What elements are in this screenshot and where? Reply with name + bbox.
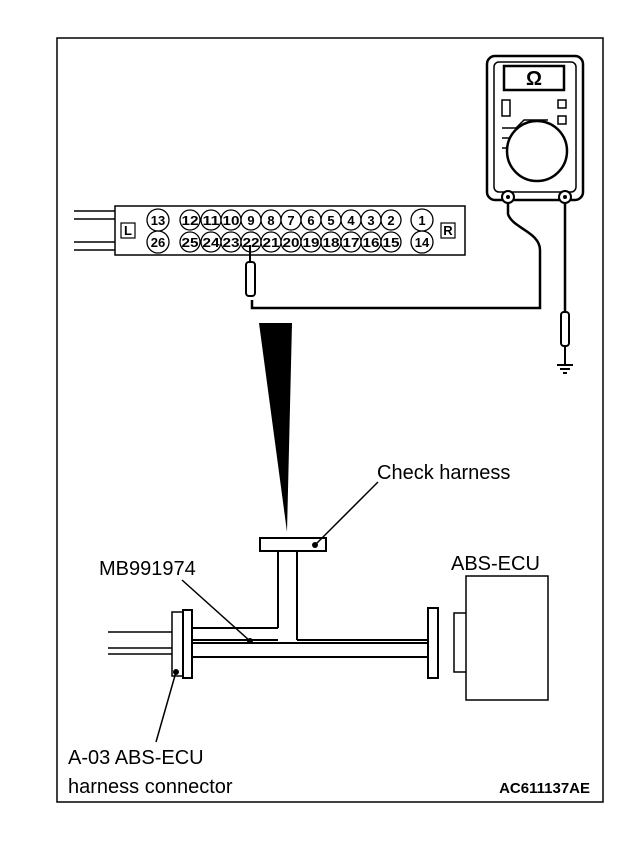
meter-button-top	[557, 99, 567, 109]
connector-pin-cavity	[179, 231, 201, 253]
connector-right-marker-box	[440, 222, 456, 239]
probe-tip-red	[560, 311, 570, 347]
label-check-harness: Check harness	[377, 462, 510, 484]
view-pointer-wedge	[259, 323, 292, 532]
connector-pin-number: 3	[367, 213, 374, 228]
connector-pin-number: 21	[263, 235, 280, 250]
meter-display	[502, 64, 566, 92]
connector-pin-number: 14	[415, 235, 430, 250]
leader-harness-connector	[155, 671, 177, 743]
harness-side-connector	[108, 609, 193, 679]
label-connector-line1: A-03 ABS-ECU	[68, 747, 204, 769]
connector-pin-number: 17	[343, 235, 360, 250]
connector-pin-number: 7	[287, 213, 294, 228]
connector-pin-number: 2	[387, 213, 394, 228]
connector-pin-number: 23	[223, 235, 240, 250]
connector-right-marker: R	[443, 223, 453, 238]
figure-frame	[56, 37, 604, 803]
label-abs-ecu: ABS-ECU	[451, 553, 540, 575]
connector-pin-number: 16	[363, 235, 380, 250]
connector-pin-number: 5	[327, 213, 334, 228]
connector-pin-number: 24	[203, 235, 221, 250]
ohm-symbol: Ω	[526, 68, 542, 90]
ground-icon	[557, 364, 573, 374]
meter-dial	[505, 119, 569, 183]
label-mb991974: MB991974	[99, 558, 196, 580]
connector-pin-number: 18	[323, 235, 340, 250]
connector-pin-number: 15	[383, 235, 400, 250]
test-lead-black	[250, 203, 542, 310]
figure-code: AC611137AE	[499, 780, 590, 797]
multimeter: Ω	[485, 54, 585, 204]
leader-mb991974	[181, 579, 251, 642]
meter-switch-left	[501, 99, 511, 117]
check-harness	[259, 537, 327, 640]
label-connector-line2: harness connector	[68, 776, 233, 798]
connector-pin-number: 10	[223, 213, 240, 228]
mb991974-adapter-harness	[192, 627, 428, 658]
connector-pin-number: 4	[347, 213, 355, 228]
connector-pin-number: 9	[247, 213, 254, 228]
connector-pin-number: 20	[283, 235, 300, 250]
connector-left-marker-box	[120, 222, 136, 239]
leader-check-harness	[314, 481, 379, 546]
meter-button-bottom	[557, 115, 567, 125]
connector-left-marker: L	[124, 223, 132, 238]
connector-pin-number: 25	[182, 235, 199, 250]
connector-pin-number: 1	[418, 213, 425, 228]
connector-pin-cavity	[146, 230, 170, 254]
ecu-side-plug	[427, 607, 439, 679]
connector-pin-number: 6	[307, 213, 314, 228]
connector-pin-cavity	[410, 230, 434, 254]
connector-pin-number: 22	[243, 235, 260, 250]
connector-pin-number: 11	[203, 213, 220, 228]
connector-pin-number: 19	[303, 235, 320, 250]
connector-pin-number: 26	[151, 235, 165, 250]
probe-tip-black	[245, 261, 256, 297]
connector-pin-cavity	[380, 231, 402, 253]
connector-pin-number: 13	[151, 213, 165, 228]
connector-pin-cavity	[179, 209, 201, 231]
connector-pin-cavity	[380, 209, 402, 231]
connector-pin-number: 8	[267, 213, 274, 228]
connector-pin-number: 12	[182, 213, 199, 228]
abs-ecu-box	[465, 575, 549, 701]
